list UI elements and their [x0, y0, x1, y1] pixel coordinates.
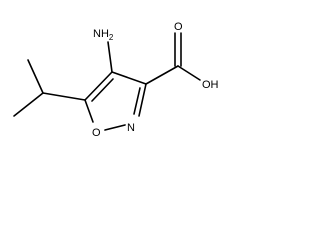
bond-ch-ch3-lower	[13, 92, 44, 117]
amine-label: NH2	[93, 28, 114, 42]
bond-c3-n	[138, 83, 147, 117]
bond-ch-ch3-upper	[27, 59, 44, 94]
bond-c5-ch	[42, 92, 86, 101]
molecule-structure: NH2 N O O OH	[13, 21, 219, 139]
hydroxyl-label: OH	[202, 79, 219, 91]
bond-c5-c4-double	[91, 78, 114, 102]
ring-oxygen-label: O	[92, 127, 101, 139]
ring-nitrogen-label: N	[127, 122, 135, 134]
bond-o-c5	[84, 99, 94, 123]
bond-c5-c4	[84, 71, 113, 101]
bond-n-o	[104, 124, 126, 131]
bond-c4-n-amine	[107, 41, 113, 73]
bond-c3-n-double	[133, 87, 141, 115]
bond-c3-cacid	[145, 65, 179, 85]
bond-cacid-oh	[177, 65, 201, 81]
carbonyl-oxygen-label: O	[174, 21, 183, 33]
bond-c4-c3	[111, 71, 147, 85]
